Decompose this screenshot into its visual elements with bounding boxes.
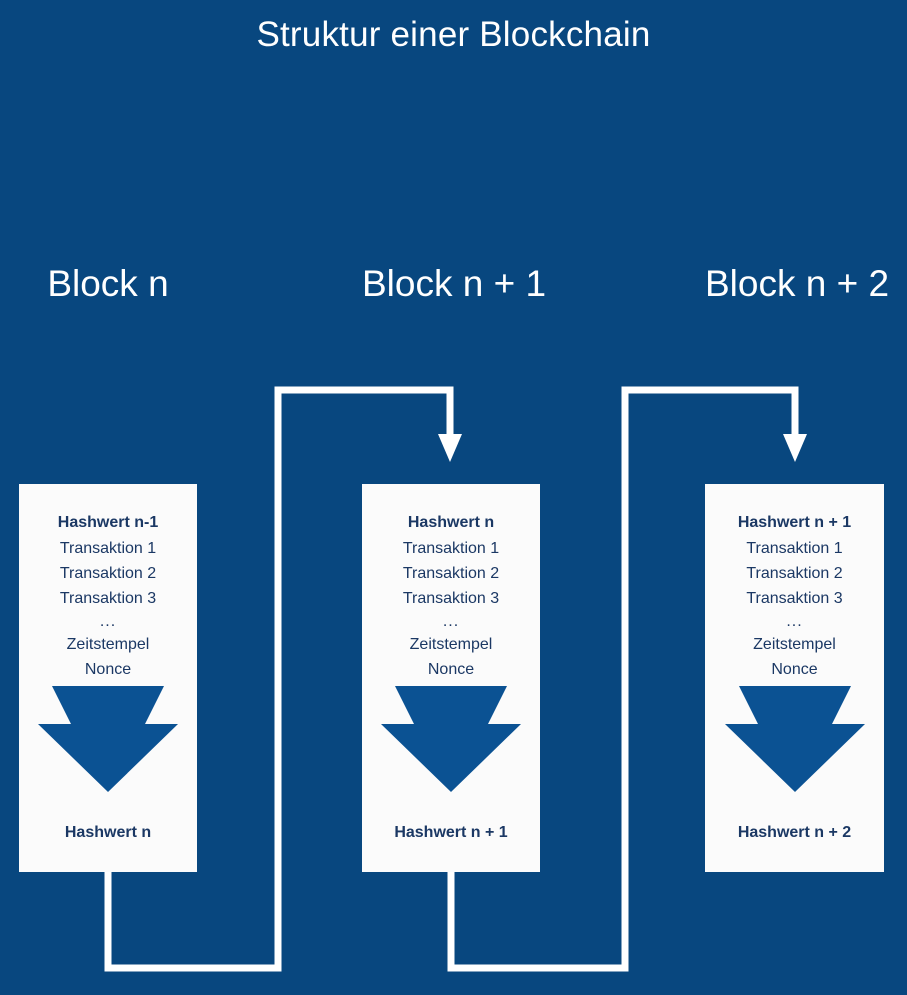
timestamp-label-2: Zeitstempel: [409, 636, 493, 653]
nonce-label-3: Nonce: [771, 661, 818, 678]
ellipsis-3: ...: [786, 613, 803, 630]
transaction-1: Transaktion 1: [402, 540, 500, 557]
ellipsis-2: ...: [442, 613, 460, 630]
ellipsis-1: ...: [99, 613, 117, 630]
own-hash-label-2: Hashwert n + 1: [394, 824, 508, 841]
page-title: Struktur einer Blockchain: [256, 15, 651, 54]
hash-function-arrow-icon-2: [381, 686, 521, 792]
block-card-2[interactable]: Hashwert n Transaktion 1 Transaktion 2 T…: [362, 484, 540, 872]
hash-function-arrow-icon-3: [724, 686, 865, 792]
transaction-1: Transaktion 1: [59, 540, 157, 557]
own-hash-label-3: Hashwert n + 2: [737, 824, 852, 841]
block-card-1[interactable]: Hashwert n-1 Transaktion 1 Transaktion 2…: [19, 484, 197, 872]
block-card-3[interactable]: Hashwert n + 1 Transaktion 1 Transaktion…: [705, 484, 884, 872]
prev-hash-label-2: Hashwert n: [407, 514, 495, 531]
block-heading-1: Block n: [47, 263, 169, 304]
block-body-3: Hashwert n + 1 Transaktion 1 Transaktion…: [705, 510, 884, 682]
transaction-2: Transaktion 2: [402, 565, 500, 582]
block-body-2: Hashwert n Transaktion 1 Transaktion 2 T…: [362, 510, 540, 682]
transaction-3: Transaktion 3: [59, 590, 157, 607]
transaction-3: Transaktion 3: [402, 590, 500, 607]
block-heading-3: Block n + 2: [705, 263, 890, 304]
nonce-label-1: Nonce: [84, 661, 132, 678]
transaction-2: Transaktion 2: [746, 565, 843, 582]
transaction-3: Transaktion 3: [746, 590, 843, 607]
timestamp-label-3: Zeitstempel: [753, 636, 836, 653]
nonce-label-2: Nonce: [427, 661, 475, 678]
transaction-2: Transaktion 2: [59, 565, 157, 582]
block-heading-2: Block n + 1: [362, 263, 547, 304]
prev-hash-label-3: Hashwert n + 1: [737, 514, 852, 531]
prev-hash-label-1: Hashwert n-1: [57, 514, 159, 531]
own-hash-label-1: Hashwert n: [64, 824, 152, 841]
hash-function-arrow-icon-1: [38, 686, 178, 792]
timestamp-label-1: Zeitstempel: [66, 636, 150, 653]
transaction-1: Transaktion 1: [746, 540, 843, 557]
block-body-1: Hashwert n-1 Transaktion 1 Transaktion 2…: [19, 510, 197, 682]
